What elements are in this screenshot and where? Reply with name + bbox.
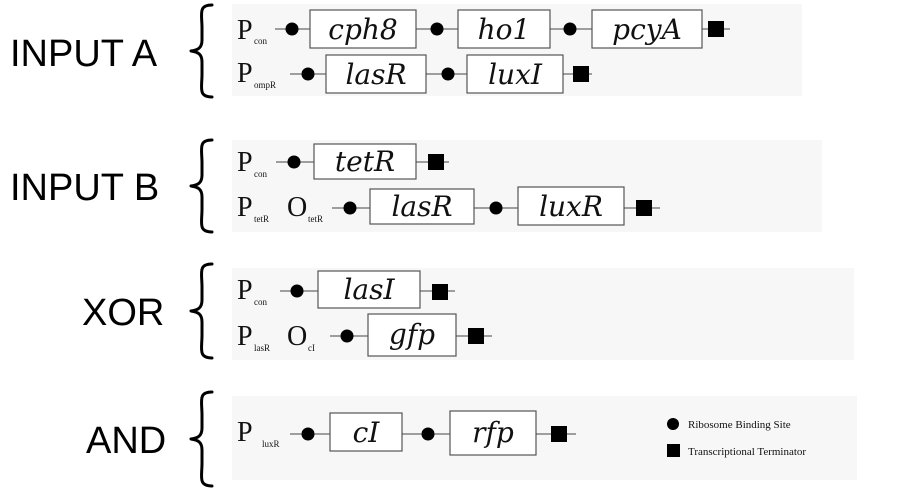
legend-rbs-label: Ribosome Binding Site [688,419,791,431]
rbs-icon [441,67,455,81]
legend-rbs-icon [667,418,679,430]
construct-row: P ompR lasR luxI [237,54,592,94]
terminator-icon [573,66,589,82]
construct-row: P tetR O tetR lasR luxR [237,186,660,226]
promoter-subscript: tetR [254,214,269,224]
gene-box [329,412,403,452]
construct-row: P con cph8 ho1 pcyA [237,9,730,49]
operator-symbol: O [287,321,307,352]
gene-label: ho1 [478,13,531,46]
promoter-symbol: P [237,417,253,448]
panel-and [232,396,857,480]
gene-box [313,143,417,180]
rbs-icon [287,155,301,169]
legend-terminator-icon [667,444,680,457]
brace-input-a [189,3,214,99]
brace-xor [189,262,214,360]
terminator-icon [636,200,652,216]
rbs-icon [301,427,315,441]
rbs-icon [285,22,299,36]
group-label-input-b: INPUT B [10,167,159,209]
gene-label: tetR [335,145,395,178]
gene-box [466,54,564,94]
gene-box [369,188,475,225]
gene-label: gfp [389,318,435,351]
promoter-subscript: lasR [254,343,270,353]
rbs-icon [563,22,577,36]
promoter-symbol: P [237,321,253,352]
promoter-subscript: con [254,297,267,307]
gene-box [517,186,625,226]
operator-subscript: tetR [308,214,323,224]
promoter-symbol: P [237,147,253,178]
promoter-subscript: ompR [254,80,276,90]
legend: Ribosome Binding Site Transcriptional Te… [667,418,806,458]
gene-label: lasR [391,190,452,223]
construct-row: P con tetR [237,143,449,180]
promoter-subscript: con [254,169,267,179]
promoter-symbol: P [237,58,253,89]
promoter-symbol: P [237,192,253,223]
legend-terminator-label: Transcriptional Terminator [688,446,806,458]
rbs-icon [421,427,435,441]
group-label-xor: XOR [82,292,164,334]
gene-label: luxI [488,58,543,91]
rbs-icon [489,201,503,215]
terminator-icon [708,21,724,37]
promoter-subscript: luxR [262,439,280,449]
gene-box [367,313,457,357]
group-label-input-a: INPUT A [10,33,158,75]
gene-box [457,9,551,49]
promoter-subscript: con [254,36,267,46]
group-label-and: AND [86,420,166,462]
terminator-icon [432,284,448,300]
gene-box [591,9,703,49]
gene-box [317,270,421,309]
operator-symbol: O [287,192,307,223]
rbs-icon [340,329,354,343]
gene-label: rfp [472,416,514,449]
gene-box [449,410,537,456]
brace-and [189,390,214,488]
rbs-icon [290,284,304,298]
gene-box [325,54,427,94]
gene-label: cI [353,416,381,449]
construct-row: P lasR O cI gfp [237,313,492,357]
promoter-symbol: P [237,15,253,46]
terminator-icon [428,154,444,170]
gene-label: luxR [539,190,603,223]
construct-row: P con lasI [237,270,455,309]
rbs-icon [343,201,357,215]
operator-subscript: cI [308,343,315,353]
gene-label: cph8 [328,13,397,46]
terminator-icon [468,328,484,344]
gene-label: lasR [345,58,406,91]
construct-row: P luxR cI rfp [237,410,576,456]
rbs-icon [301,67,315,81]
terminator-icon [551,426,567,442]
brace-input-b [189,138,214,234]
rbs-icon [430,22,444,36]
gene-label: pcyA [612,13,682,46]
promoter-symbol: P [237,275,253,306]
gene-label: lasI [343,273,395,306]
